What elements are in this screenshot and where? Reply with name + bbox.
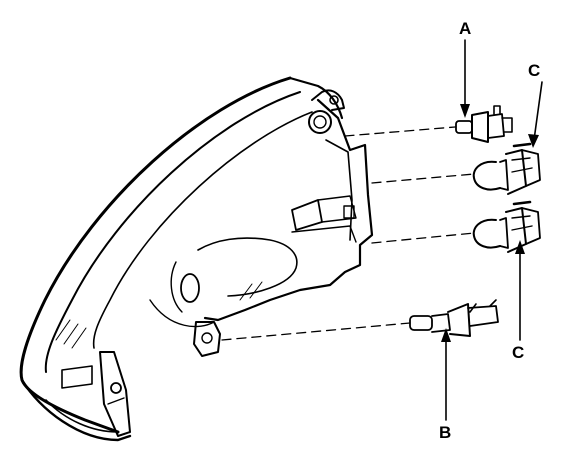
label-a: A [459, 19, 472, 38]
label-c-top: C [528, 61, 541, 80]
bulb-a [455, 105, 513, 143]
headlamp-housing [19, 76, 374, 442]
alignment-lines [221, 126, 475, 341]
label-b: B [439, 423, 452, 442]
arrow-c-top [533, 81, 543, 141]
label-c-bottom: C [512, 343, 525, 362]
callout-arrows [441, 39, 543, 421]
bulb-b [409, 299, 499, 337]
bulb-c-bottom [472, 200, 541, 253]
bulb-c-top [472, 142, 541, 195]
